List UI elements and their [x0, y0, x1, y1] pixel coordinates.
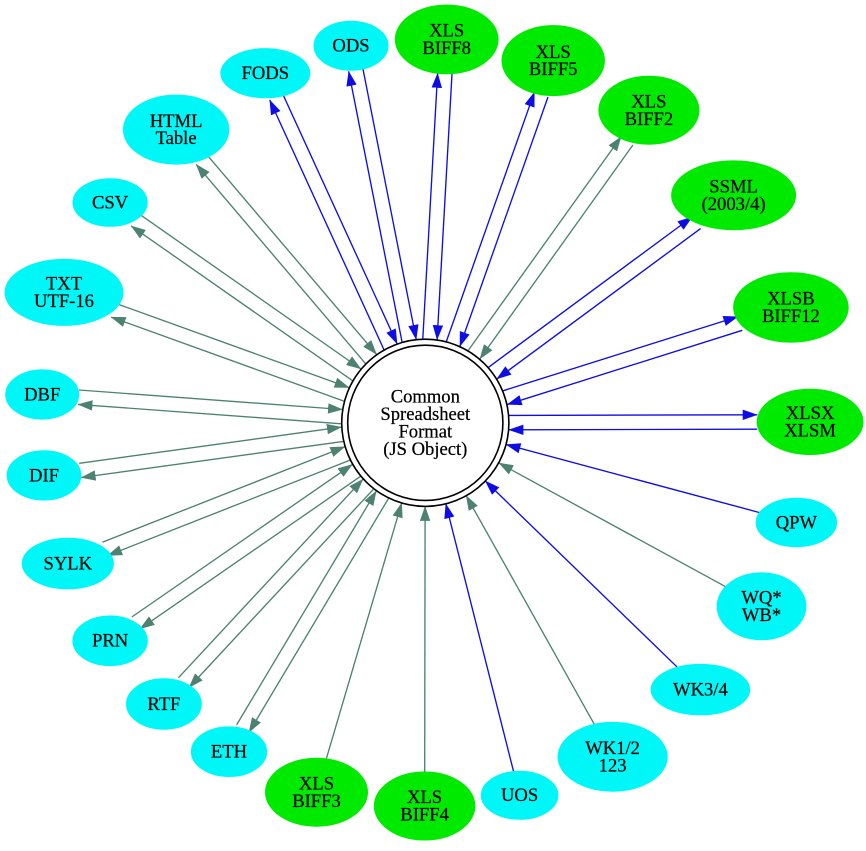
svg-text:QPW: QPW — [776, 512, 818, 533]
svg-text:BIFF12: BIFF12 — [762, 306, 820, 327]
svg-text:BIFF8: BIFF8 — [422, 38, 471, 59]
svg-text:123: 123 — [599, 755, 627, 776]
svg-text:BIFF2: BIFF2 — [625, 109, 674, 130]
svg-text:FODS: FODS — [242, 63, 290, 84]
svg-text:ODS: ODS — [332, 36, 369, 57]
svg-text:ETH: ETH — [211, 742, 247, 763]
svg-text:DBF: DBF — [24, 384, 60, 405]
svg-text:UTF-16: UTF-16 — [34, 291, 94, 312]
svg-text:BIFF4: BIFF4 — [400, 805, 449, 826]
svg-text:WK3/4: WK3/4 — [673, 680, 728, 701]
svg-text:Table: Table — [156, 128, 197, 149]
svg-text:(2003/4): (2003/4) — [702, 194, 766, 215]
svg-text:DIF: DIF — [29, 465, 59, 486]
svg-text:UOS: UOS — [501, 785, 538, 806]
svg-text:BIFF3: BIFF3 — [292, 791, 341, 812]
svg-text:RTF: RTF — [147, 694, 180, 715]
svg-text:WB*: WB* — [742, 605, 781, 626]
svg-text:XLSM: XLSM — [784, 421, 836, 442]
svg-text:PRN: PRN — [92, 631, 128, 652]
svg-text:BIFF5: BIFF5 — [529, 59, 578, 80]
svg-text:CSV: CSV — [92, 192, 129, 213]
svg-text:SYLK: SYLK — [44, 553, 93, 574]
svg-text:(JS Object): (JS Object) — [383, 439, 467, 460]
